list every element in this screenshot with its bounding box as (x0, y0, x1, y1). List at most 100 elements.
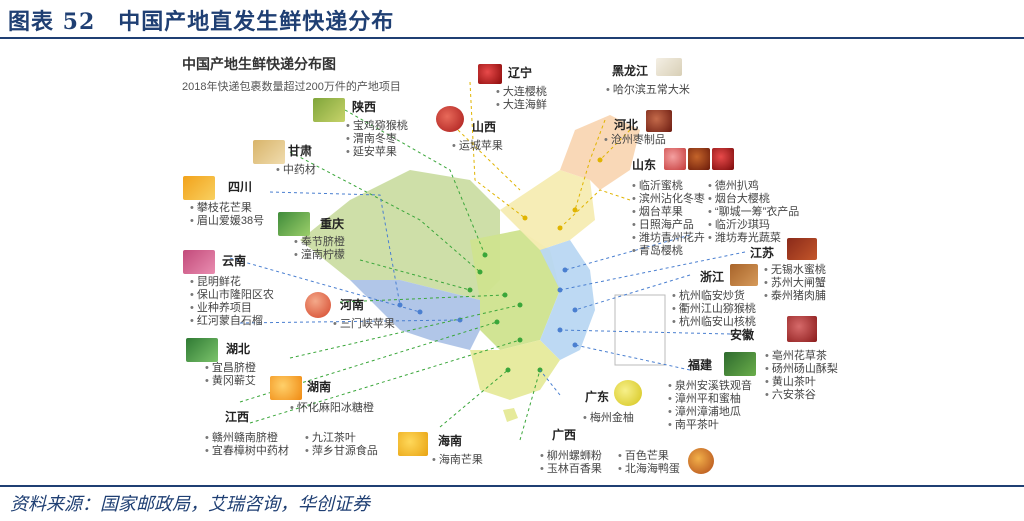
province-fujian: 福建 (688, 358, 713, 372)
flowers-photo (183, 250, 215, 274)
list-item: 大连海鲜 (496, 99, 547, 112)
shanxi-items: 运城苹果 (452, 140, 503, 153)
list-item: 黄山茶叶 (765, 376, 838, 389)
province-hebei: 河北 (614, 118, 639, 132)
gansu-items: 中药材 (276, 164, 316, 177)
province-heilongjiang: 黑龙江 (612, 64, 649, 78)
hebei-items: 沧州枣制品 (604, 134, 666, 147)
list-item: 百色芒果 (618, 450, 680, 463)
source-rule (0, 485, 1024, 487)
list-item: 哈尔滨五常大米 (606, 84, 690, 97)
list-item: 泉州安溪铁观音 (668, 380, 752, 393)
jiangxi-items-left: 赣州赣南脐橙 宜春樟树中药材 (205, 432, 289, 458)
guangdong-items: 梅州金柚 (583, 412, 634, 425)
list-item: 杭州临安炒货 (672, 290, 756, 303)
guangxi-items-left: 柳州螺蛳粉 玉林百香果 (540, 450, 602, 476)
province-anhui: 安徽 (730, 328, 755, 342)
region-east (540, 240, 595, 360)
list-item: 潍坊寿光蔬菜 (708, 232, 799, 245)
heilongjiang-items: 哈尔滨五常大米 (606, 84, 690, 97)
list-item: 萍乡甘源食品 (305, 445, 378, 458)
list-item: 泰州猪肉脯 (764, 290, 826, 303)
pomelo-photo (614, 380, 642, 406)
list-item: 潍坊青州花卉 (632, 232, 705, 245)
list-item: 梅州金柚 (583, 412, 634, 425)
list-item: 德州扒鸡 (708, 180, 799, 193)
south-china-sea-inset (614, 294, 666, 366)
mango-fruit-photo (398, 432, 428, 456)
list-item: 滨州沾化冬枣 (632, 193, 705, 206)
herb-photo (253, 140, 285, 164)
list-item: 怀化麻阳冰糖橙 (290, 402, 374, 415)
list-item: 三门峡苹果 (333, 318, 395, 331)
figure-title: 图表 52 中国产地直发生鲜快递分布 (8, 9, 395, 35)
list-item: 红河蒙自石榴 (190, 315, 274, 328)
list-item: 潼南柠檬 (294, 249, 345, 262)
list-item: 奉节脐橙 (294, 236, 345, 249)
list-item: 无锡水蜜桃 (764, 264, 826, 277)
province-guangdong: 广东 (585, 390, 610, 404)
province-liaoning: 辽宁 (508, 66, 533, 80)
map-subtitle: 2018年快递包裹数量超过200万件的产地项目 (182, 81, 401, 93)
list-item: 六安茶谷 (765, 389, 838, 402)
list-item: 宜昌脐橙 (205, 362, 256, 375)
list-item: 亳州花草茶 (765, 350, 838, 363)
guangxi-items-right: 百色芒果 北海海鸭蛋 (618, 450, 680, 476)
list-item: 黄冈蕲艾 (205, 375, 256, 388)
list-item: 九江茶叶 (305, 432, 378, 445)
hunan-items: 怀化麻阳冰糖橙 (290, 402, 374, 415)
province-hubei: 湖北 (226, 342, 251, 356)
province-hunan: 湖南 (307, 380, 332, 394)
province-shaanxi: 陕西 (352, 100, 377, 114)
list-item: 烟台大樱桃 (708, 193, 799, 206)
map-figure: 中国产地生鲜快递分布图 2018年快递包裹数量超过200万件的产地项目 陕西 宝… (0, 40, 1024, 484)
province-sichuan: 四川 (228, 180, 253, 194)
list-item: 眉山爱媛38号 (190, 215, 264, 228)
list-item: 中药材 (276, 164, 316, 177)
leaves-photo (186, 338, 218, 362)
shandong-items-left: 临沂蜜桃 滨州沾化冬枣 烟台苹果 日照海产品 潍坊青州花卉 青岛樱桃 (632, 180, 705, 258)
orange-photo (270, 376, 302, 400)
list-item: 宝鸡猕猴桃 (346, 120, 408, 133)
list-item: 赣州赣南脐橙 (205, 432, 289, 445)
list-item: 杭州临安山核桃 (672, 316, 756, 329)
sichuan-items: 攀枝花芒果 眉山爱媛38号 (190, 202, 264, 228)
province-zhejiang: 浙江 (700, 270, 725, 284)
tea-photo (724, 352, 756, 376)
list-item: 漳州漳浦地瓜 (668, 406, 752, 419)
region-southwest (350, 280, 480, 350)
list-item: 昆明鲜花 (190, 276, 274, 289)
list-item: 海南芒果 (432, 454, 483, 467)
cherries-photo (712, 148, 734, 170)
province-henan: 河南 (340, 298, 365, 312)
rice-photo (656, 58, 682, 76)
list-item: 北海海鸭蛋 (618, 463, 680, 476)
list-item: 烟台苹果 (632, 206, 705, 219)
list-item: 大连樱桃 (496, 86, 547, 99)
province-shanxi: 山西 (472, 120, 497, 134)
province-jiangsu: 江苏 (750, 246, 775, 260)
list-item: 攀枝花芒果 (190, 202, 264, 215)
list-item: 日照海产品 (632, 219, 705, 232)
list-item: 砀州砀山酥梨 (765, 363, 838, 376)
list-item: 青岛樱桃 (632, 245, 705, 258)
list-item: 延安苹果 (346, 146, 408, 159)
pomegranate-photo (787, 316, 817, 342)
province-hainan: 海南 (438, 434, 463, 448)
mango-photo (183, 176, 215, 200)
region-south (470, 340, 560, 400)
red-apple-photo (436, 106, 464, 132)
list-item: 临沂蜜桃 (632, 180, 705, 193)
map-title: 中国产地生鲜快递分布图 (182, 56, 336, 72)
region-north (500, 170, 595, 250)
province-jiangxi: 江西 (225, 410, 250, 424)
henan-items: 三门峡苹果 (333, 318, 395, 331)
nuts-photo (730, 264, 758, 286)
province-gansu: 甘肃 (288, 144, 313, 158)
list-item: 苏州大闸蟹 (764, 277, 826, 290)
jiangsu-items: 无锡水蜜桃 苏州大闸蟹 泰州猪肉脯 (764, 264, 826, 303)
apple-photo (305, 292, 331, 318)
province-guangxi: 广西 (552, 428, 577, 442)
list-item: 南平茶叶 (668, 419, 752, 432)
jujube-photo (646, 110, 672, 132)
